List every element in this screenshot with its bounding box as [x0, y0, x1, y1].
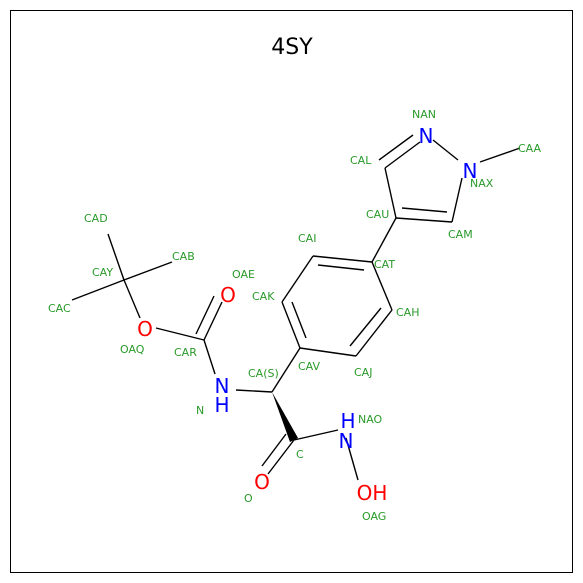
- atom-oag: OH: [357, 481, 388, 505]
- label-cai: CAI: [298, 232, 316, 245]
- bond-cay-cab: [123, 261, 173, 281]
- diagram-frame: [10, 10, 573, 573]
- label-cav: CAV: [298, 360, 321, 373]
- atom-n: N: [215, 374, 230, 398]
- bond-cas-n: [235, 389, 273, 393]
- atom-nao-h: H: [340, 409, 355, 433]
- bond-c-o-double: [261, 433, 287, 467]
- bond-car-oae-double: [195, 295, 215, 335]
- title: 4SY: [271, 35, 313, 60]
- bond-cau-cat: [371, 217, 397, 263]
- label-caj: CAJ: [354, 366, 372, 379]
- bond-cav-cas: [271, 347, 301, 393]
- atom-labels: NAN CAA NAX CAL CAU CAM CAI CAT CAK CAH …: [48, 108, 542, 523]
- bond-cak-cav: [281, 301, 301, 349]
- label-caa: CAA: [518, 142, 542, 155]
- atom-nao: N: [339, 429, 354, 453]
- atom-oae: O: [220, 283, 236, 307]
- atom-oaq: O: [137, 317, 153, 341]
- label-n: N: [196, 404, 204, 417]
- bonds: [71, 134, 521, 481]
- bond-oaq-cay: [123, 279, 141, 319]
- bond-cam-nax: [451, 177, 463, 223]
- label-cau: CAU: [366, 208, 389, 221]
- bond-car-oae: [203, 301, 223, 341]
- bond-cai-cak: [281, 255, 314, 303]
- bond-cal-cau: [384, 167, 397, 219]
- atom-nax: N: [463, 159, 478, 183]
- bond-nan-cal-double: [378, 134, 414, 161]
- label-car: CAR: [174, 346, 197, 359]
- bond-n-car: [203, 339, 216, 375]
- label-nax: NAX: [470, 177, 494, 190]
- label-cac: CAC: [48, 302, 71, 315]
- bond-cav-caj: [299, 347, 357, 357]
- bond-nax-caa: [479, 147, 521, 163]
- bond-nao-oag: [345, 437, 359, 481]
- label-nan: NAN: [412, 108, 436, 121]
- bond-cas-c-wedge: [272, 392, 298, 442]
- label-cab: CAB: [172, 250, 195, 263]
- label-cas: CA(S): [248, 367, 279, 380]
- label-oag: OAG: [362, 510, 386, 523]
- bond-caj-cah: [355, 309, 393, 357]
- bond-cat-cai: [312, 255, 373, 263]
- label-cam: CAM: [448, 228, 473, 241]
- label-oae: OAE: [232, 268, 255, 281]
- label-cak: CAK: [252, 290, 275, 303]
- label-cat: CAT: [374, 258, 395, 271]
- label-oaq: OAQ: [120, 343, 145, 356]
- bond-caj-cah-inner: [349, 307, 382, 347]
- label-cal: CAL: [350, 154, 372, 167]
- atom-o: O: [254, 470, 270, 494]
- bond-cak-cav-inner: [291, 301, 307, 339]
- bond-nan-cal: [384, 141, 421, 169]
- bond-c-nao: [293, 429, 339, 441]
- label-nao: NAO: [358, 413, 383, 426]
- bond-cay-cac: [71, 279, 125, 301]
- bond-cat-cai-inner: [317, 264, 365, 271]
- atom-symbols: N N O O N H H N O OH: [137, 124, 477, 505]
- label-o: O: [244, 492, 253, 505]
- label-cah: CAH: [396, 306, 419, 319]
- bond-car-oaq: [155, 327, 205, 341]
- bond-cah-cat: [371, 261, 393, 311]
- bond-nan-nax: [432, 139, 459, 161]
- bond-cau-cam: [395, 217, 453, 223]
- bond-cay-cad: [107, 233, 125, 281]
- label-cay: CAY: [92, 266, 113, 279]
- atom-nan: N: [419, 124, 434, 148]
- atom-n-h: H: [214, 393, 229, 417]
- bond-cau-cam-double: [401, 207, 448, 213]
- label-c: C: [296, 448, 304, 461]
- label-cad: CAD: [84, 212, 108, 225]
- bond-c-o: [267, 439, 295, 475]
